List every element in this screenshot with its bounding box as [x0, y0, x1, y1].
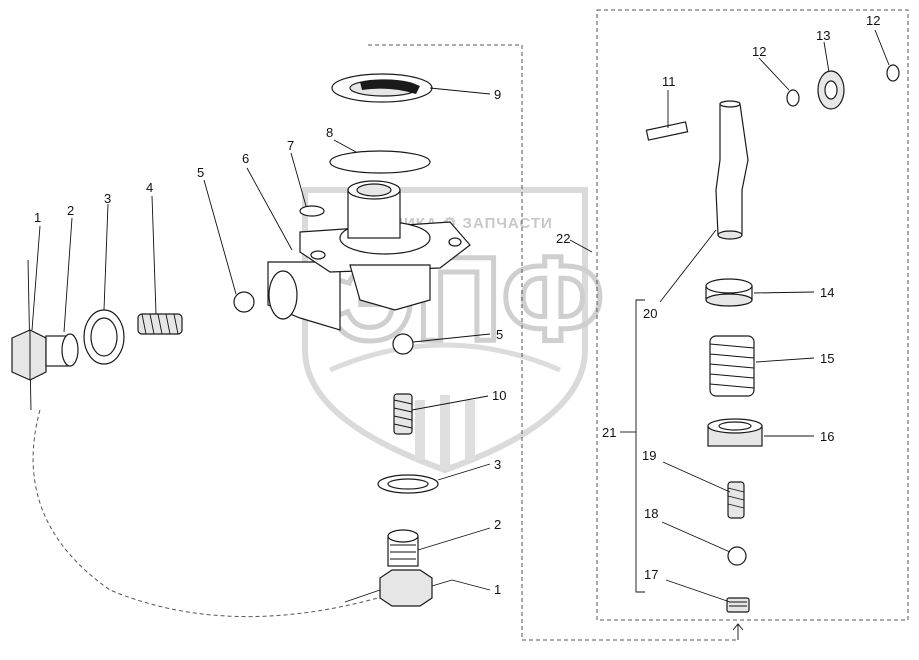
o-ring-large	[329, 150, 431, 174]
label-14: 14	[820, 285, 834, 300]
label-3-left: 3	[104, 191, 111, 206]
spring-cup	[705, 278, 753, 307]
label-18: 18	[644, 506, 658, 521]
label-6: 6	[242, 151, 249, 166]
label-4: 4	[146, 180, 153, 195]
pusher-rod	[715, 100, 749, 240]
label-5-right: 5	[496, 327, 503, 342]
seal-ring	[331, 73, 433, 103]
assembly-box-upper	[368, 44, 738, 641]
spring-center	[393, 393, 413, 435]
washer-left	[83, 309, 125, 365]
leader-lines	[31, 29, 890, 603]
plug	[726, 597, 750, 613]
pipe-route-dashed	[32, 409, 386, 618]
bearing	[817, 70, 845, 110]
label-3-right: 3	[494, 457, 501, 472]
watermark-shield	[302, 187, 588, 474]
label-1-left: 1	[34, 210, 41, 225]
spring-seat	[707, 418, 763, 447]
pin	[645, 121, 689, 141]
label-12b: 12	[866, 13, 880, 28]
group-bracket-21	[635, 299, 645, 593]
washer-12a	[786, 89, 800, 107]
label-20: 20	[643, 306, 657, 321]
label-9: 9	[494, 87, 501, 102]
label-7: 7	[287, 138, 294, 153]
label-11: 11	[662, 74, 676, 89]
ball-small	[727, 546, 747, 566]
label-10: 10	[492, 388, 506, 403]
main-spring	[709, 335, 755, 397]
label-15: 15	[820, 351, 834, 366]
spring-left	[137, 313, 183, 335]
label-21: 21	[602, 425, 616, 440]
label-1-bottom: 1	[494, 582, 501, 597]
label-5-left: 5	[197, 165, 204, 180]
label-2-left: 2	[67, 203, 74, 218]
arrow-up-marker	[732, 623, 744, 640]
o-ring-small	[299, 205, 325, 217]
label-22: 22	[556, 231, 570, 246]
label-16: 16	[820, 429, 834, 444]
ball-right	[392, 333, 414, 355]
label-13: 13	[816, 28, 830, 43]
label-12a: 12	[752, 44, 766, 59]
label-17: 17	[644, 567, 658, 582]
valve-housing	[267, 180, 471, 331]
label-19: 19	[642, 448, 656, 463]
assembly-box-right	[596, 9, 909, 621]
washer-bottom	[377, 474, 439, 494]
small-spring	[727, 481, 745, 519]
banjo-bolt-left	[11, 259, 79, 411]
fitting-bottom	[344, 529, 453, 607]
ball-left	[233, 291, 255, 313]
label-2-bottom: 2	[494, 517, 501, 532]
label-8: 8	[326, 125, 333, 140]
washer-12b	[886, 64, 900, 82]
